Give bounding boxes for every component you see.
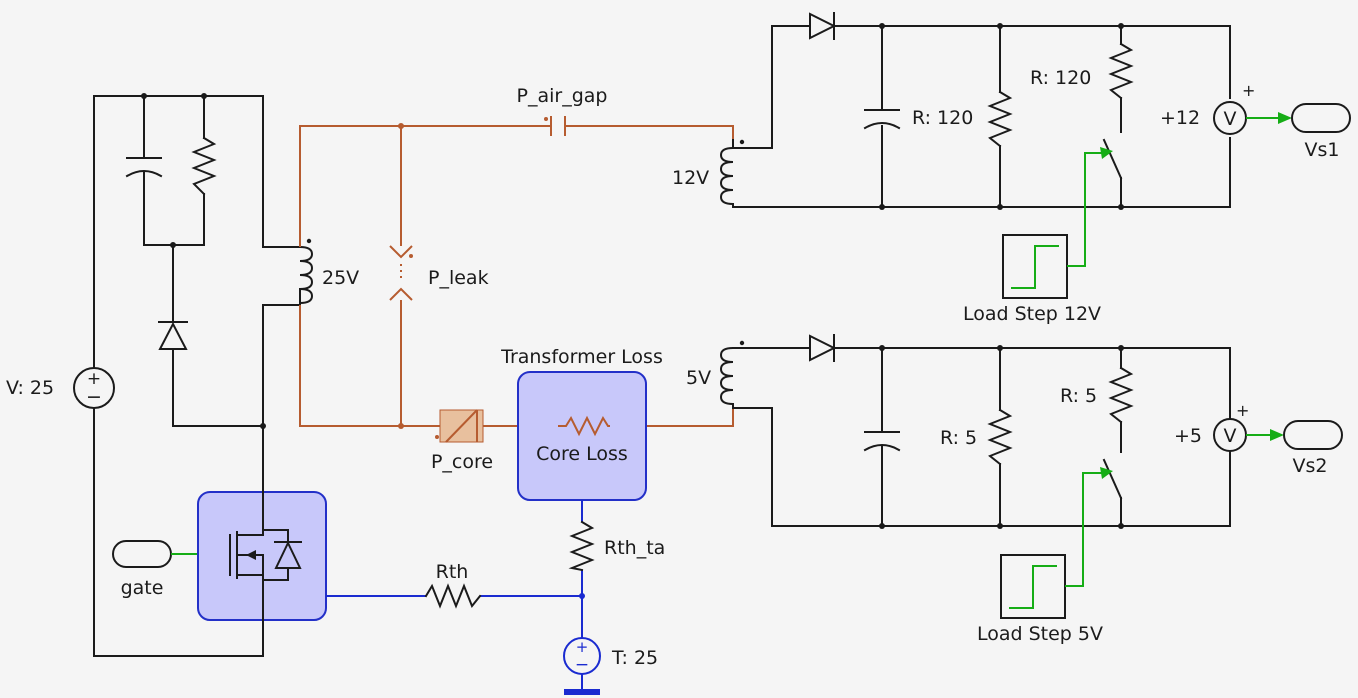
magnetic-circuit	[299, 123, 734, 429]
primary-winding[interactable]	[298, 238, 314, 306]
voltmeter-symbol: V	[1224, 108, 1237, 130]
voltmeter-5v[interactable]: V +	[1213, 401, 1249, 452]
core-permeance[interactable]	[435, 409, 484, 443]
air-gap-permeance[interactable]	[541, 116, 575, 136]
rth-ta-resistor[interactable]	[568, 520, 595, 572]
load-step-12v-label: Load Step 12V	[963, 303, 1101, 325]
p-leak-label: P_leak	[428, 267, 489, 289]
plus5-label: +5	[1174, 425, 1202, 447]
rth-resistor[interactable]	[424, 583, 482, 609]
thermal-network	[326, 500, 585, 690]
ambient-temperature-source[interactable]: + −	[563, 637, 601, 695]
load-resistor-5v[interactable]	[987, 408, 1013, 466]
minus-sign: −	[575, 655, 589, 675]
leakage-permeance[interactable]	[389, 245, 413, 301]
winding-12v-label: 12V	[672, 167, 709, 189]
voltmeter-symbol: V	[1224, 425, 1237, 447]
gate-label: gate	[121, 577, 164, 599]
vs1-label: Vs1	[1305, 139, 1340, 161]
r-120-a-label: R: 120	[912, 107, 973, 129]
load-step-5v-label: Load Step 5V	[977, 623, 1103, 645]
winding-25v-label: 25V	[322, 267, 359, 289]
load-resistor-12v[interactable]	[987, 90, 1013, 148]
dc-voltage-source[interactable]: + −	[73, 367, 115, 409]
rth-label: Rth	[436, 561, 469, 583]
load-step-5v-block[interactable]	[1000, 554, 1066, 619]
core-loss-label: Core Loss	[536, 443, 628, 465]
snubber-diode[interactable]	[158, 321, 188, 350]
output-5v-circuit	[732, 345, 1231, 529]
load-switch-12v[interactable]	[1102, 138, 1123, 180]
vs2-output-port[interactable]	[1283, 420, 1343, 450]
p-air-gap-label: P_air_gap	[517, 85, 608, 107]
minus-sign: −	[86, 386, 102, 408]
plus12-label: +12	[1160, 107, 1200, 129]
plus-sign: +	[576, 638, 589, 656]
primary-circuit: + − V: 25 gate	[6, 93, 327, 657]
v-source-label: V: 25	[6, 377, 54, 399]
load-switch-5v[interactable]	[1102, 458, 1123, 500]
plus-sign: +	[87, 369, 101, 389]
step-load-resistor-5v[interactable]	[1108, 366, 1134, 424]
r-120-b-label: R: 120	[1030, 67, 1091, 89]
r-5-b-label: R: 5	[1060, 385, 1097, 407]
output-capacitor-5v[interactable]	[863, 431, 901, 452]
rectifier-diode-12v[interactable]	[809, 12, 837, 40]
core-loss-block[interactable]	[517, 371, 647, 501]
temp-source-label: T: 25	[611, 647, 658, 669]
winding-5v-label: 5V	[686, 367, 711, 389]
voltmeter-12v[interactable]: V +	[1213, 81, 1255, 135]
gate-signal-port[interactable]	[112, 540, 172, 568]
plus-sign: +	[1236, 401, 1249, 420]
rth-ta-label: Rth_ta	[604, 537, 665, 559]
load-step-12v-block[interactable]	[1002, 234, 1068, 299]
snubber-capacitor[interactable]	[125, 157, 163, 178]
secondary-winding-12v[interactable]	[719, 139, 745, 206]
step-load-resistor-12v[interactable]	[1108, 42, 1134, 100]
p-core-label: P_core	[431, 451, 493, 473]
transformer-loss-label: Transformer Loss	[500, 346, 663, 368]
plus-sign: +	[1242, 81, 1255, 100]
r-5-a-label: R: 5	[940, 427, 977, 449]
output-12v-circuit	[732, 23, 1231, 210]
rectifier-diode-5v[interactable]	[809, 334, 837, 362]
snubber-resistor[interactable]	[191, 136, 217, 196]
secondary-winding-5v[interactable]	[719, 340, 745, 409]
vs1-output-port[interactable]	[1291, 103, 1351, 133]
mosfet-block[interactable]	[197, 491, 327, 621]
vs2-label: Vs2	[1293, 455, 1328, 477]
output-capacitor-12v[interactable]	[863, 109, 901, 130]
